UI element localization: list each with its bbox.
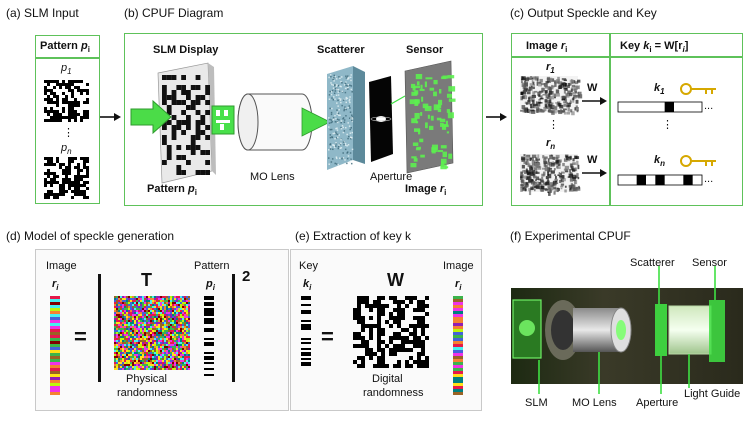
image-vector-d (50, 296, 60, 395)
pattern-header: Pattern pi (40, 40, 90, 55)
key-icon-1 (680, 83, 716, 95)
key-bits-k1 (617, 101, 703, 113)
equals-d: = (74, 324, 87, 349)
digital-matrix-w (353, 296, 429, 368)
slm-display-illustration (157, 62, 216, 184)
caption-d: (d) Model of speckle generation (6, 229, 175, 243)
panel-b-box: SLM Display Scatterer Sensor MO Len (124, 33, 483, 206)
aperture-label: Aperture (370, 171, 413, 183)
speckle-rn (520, 154, 581, 196)
panel-d-box: Image ri = T Pattern pi 2 Physical rando… (35, 249, 289, 411)
key-icon-n (680, 155, 716, 167)
arrow-w2 (582, 169, 607, 177)
t-label: T (141, 270, 152, 290)
aperture-label-f: Aperture (636, 397, 679, 409)
caption-a: (a) SLM Input (6, 6, 79, 20)
key-vector-e (301, 296, 311, 366)
ki-label-e: ki (303, 278, 312, 293)
image-label-d: Image (46, 260, 77, 272)
caption-f: (f) Experimental CPUF (510, 229, 631, 243)
slm-label-f: SLM (525, 397, 548, 409)
panel-a-box: Pattern pi p1 ⋮ pn (35, 35, 100, 204)
aperture-illustration (369, 76, 406, 162)
power-two: 2 (242, 268, 251, 285)
mo-lens-label-f: MO Lens (572, 397, 617, 409)
ri-label-d: ri (52, 278, 59, 293)
image-ri-head: Image ri (526, 40, 568, 55)
caption-e: (e) Extraction of key k (295, 229, 412, 243)
pi-label-d: pi (206, 278, 215, 293)
image-ri-label: Image ri (405, 183, 447, 198)
speckle-r1 (520, 76, 583, 116)
physical-label: Physical (126, 373, 167, 385)
arrow-a-to-b (100, 113, 121, 121)
w-label-2: W (587, 154, 598, 166)
sensor-illustration (404, 60, 456, 174)
input-light-arrow (130, 99, 172, 135)
pattern-label-d: Pattern (194, 260, 230, 272)
digital-label: Digital (372, 373, 403, 385)
pattern-p1-qr (44, 80, 89, 122)
arrow-b-to-c (486, 113, 507, 121)
abs-bar-left (98, 274, 101, 382)
mo-lens-illustration (237, 93, 331, 151)
sensor-label-f: Sensor (692, 257, 727, 269)
light-guide-label: Light Guide (684, 388, 741, 400)
rn-label: rn (546, 137, 556, 152)
k1-label: k1 (654, 82, 665, 97)
scatterer-label: Scatterer (317, 44, 365, 56)
kn-label: kn (654, 154, 666, 169)
dots-a: ⋮ (63, 127, 74, 139)
sensor-label: Sensor (406, 44, 444, 56)
green-pattern-chip (211, 105, 235, 135)
slm-display-label: SLM Display (153, 44, 219, 56)
r1-label: r1 (546, 61, 555, 76)
p1-label: p1 (61, 62, 72, 77)
experimental-photo (511, 266, 743, 394)
ri-label-e: ri (455, 278, 462, 293)
transmission-matrix-t (114, 296, 190, 370)
w-label-e: W (387, 270, 404, 290)
panel-a-divider (36, 57, 99, 59)
w-label-1: W (587, 82, 598, 94)
equals-e: = (321, 324, 334, 349)
ellipsis-k1: ... (704, 100, 714, 112)
dots-c-left: ⋮ (548, 119, 559, 131)
image-vector-e (453, 296, 463, 395)
image-label-e: Image (443, 260, 474, 272)
dots-c-right: ⋮ (662, 119, 673, 131)
pattern-vector-d (204, 296, 214, 376)
scatterer-label-f: Scatterer (630, 257, 675, 269)
panel-c-hdivider (512, 56, 742, 58)
ellipsis-kn: ... (704, 173, 714, 185)
caption-c: (c) Output Speckle and Key (510, 6, 657, 20)
abs-bar-right (232, 274, 235, 382)
key-label-e: Key (299, 260, 318, 272)
scatterer-illustration (327, 66, 365, 170)
panel-c-box: Image ri Key ki = W[ri] r1 ⋮ rn W W k1 .… (511, 33, 743, 206)
digital-randomness-label: randomness (363, 387, 424, 399)
pattern-pi-label: Pattern pi (147, 183, 197, 198)
panel-e-box: Key ki = W Image ri Digital randomness (290, 249, 482, 411)
panel-c-vdivider (609, 34, 611, 205)
key-equation-head: Key ki = W[ri] (620, 40, 689, 55)
physical-randomness-label: randomness (117, 387, 178, 399)
arrow-w1 (582, 97, 607, 105)
pattern-pn-qr (44, 157, 89, 199)
caption-b: (b) CPUF Diagram (124, 6, 224, 20)
pn-label: pn (61, 142, 72, 157)
mo-lens-label: MO Lens (250, 171, 295, 183)
key-bits-kn (617, 174, 703, 186)
